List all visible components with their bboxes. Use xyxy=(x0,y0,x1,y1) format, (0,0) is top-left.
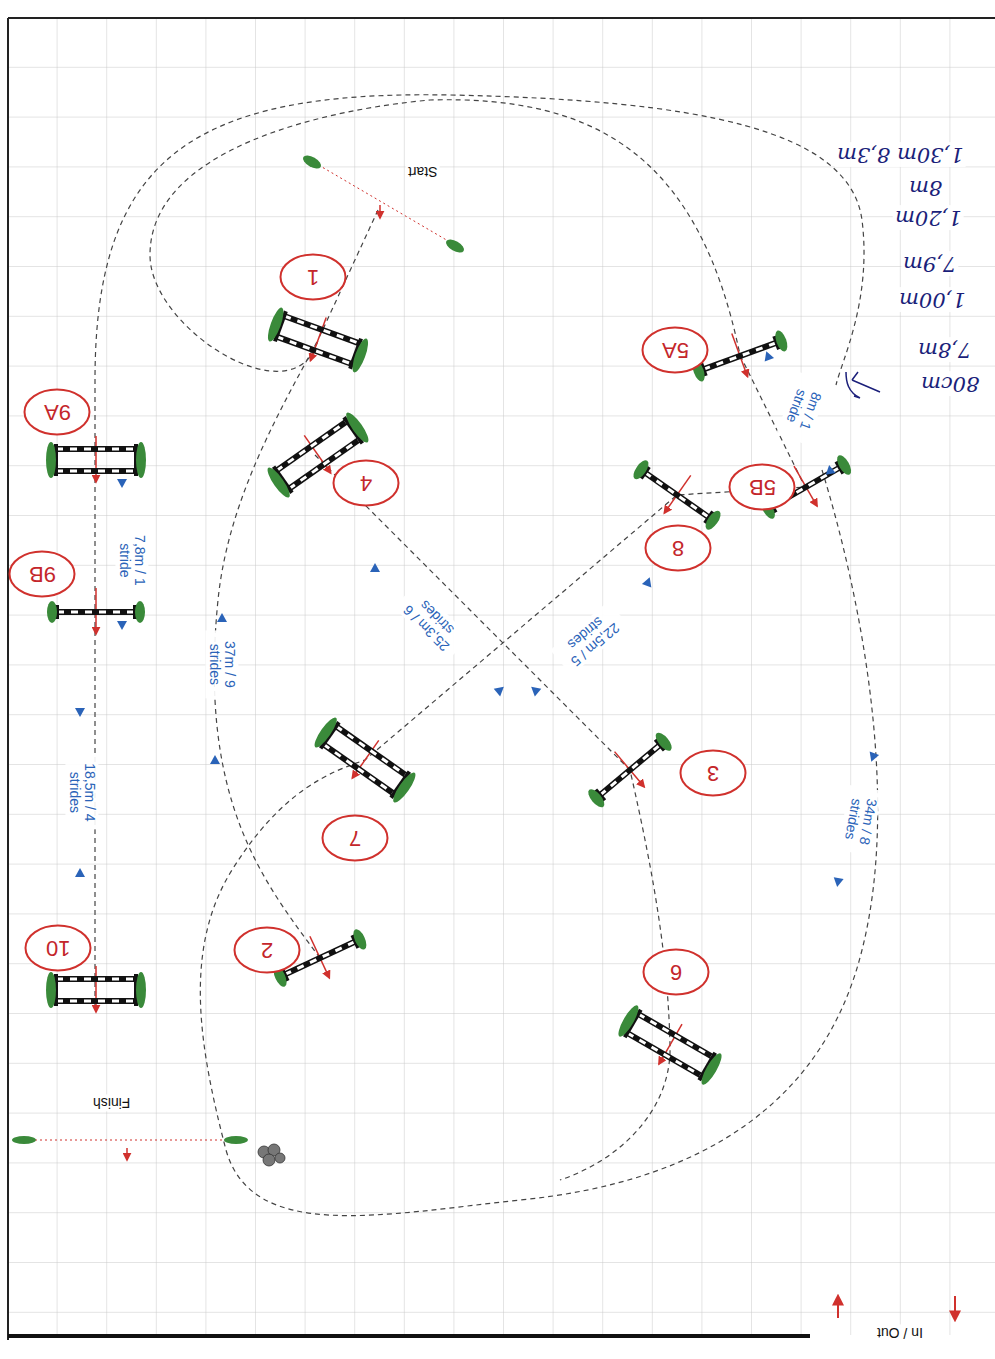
jump-number: 9B xyxy=(8,550,76,598)
jump-number-text: 1 xyxy=(307,265,319,289)
handwritten-note: 1,30m 8,3m xyxy=(835,142,966,167)
distance-label: 22,5m / 5 strides xyxy=(550,601,629,675)
jump-number: 5A xyxy=(641,326,709,374)
direction-mark xyxy=(824,464,835,475)
gate-label: In / Out xyxy=(875,1324,925,1341)
jump-obstacle xyxy=(263,300,373,377)
jump-number: 9A xyxy=(23,388,91,436)
direction-mark xyxy=(528,683,541,696)
direction-mark xyxy=(762,350,774,362)
flag-marker xyxy=(224,1136,248,1144)
handwritten-note: 1,00m xyxy=(897,287,968,312)
flag-marker xyxy=(12,1136,36,1144)
handwritten-arrow xyxy=(846,372,880,398)
flag-marker xyxy=(301,153,323,172)
start-label: Start xyxy=(406,163,440,180)
jump-obstacle xyxy=(46,436,146,482)
handwritten-note: 7,8m xyxy=(916,337,973,362)
direction-mark xyxy=(867,752,879,764)
jump-number: 3 xyxy=(679,749,747,797)
handwritten-note: 80cm xyxy=(919,371,981,396)
direction-mark xyxy=(217,613,227,622)
jump-number: 8 xyxy=(644,524,712,572)
distance-label: 18,5m / 4 strides xyxy=(66,755,99,829)
start-arrow xyxy=(379,205,381,218)
out-arrow xyxy=(954,1296,956,1320)
jump-number: 4 xyxy=(332,459,400,507)
jump-number-text: 9B xyxy=(29,562,56,586)
bush xyxy=(258,1144,285,1166)
handwritten-note: 1,20m xyxy=(893,205,964,230)
jump-number-text: 4 xyxy=(360,471,372,495)
direction-mark xyxy=(832,877,843,888)
jump-number: 2 xyxy=(233,926,301,974)
start-line xyxy=(310,160,455,245)
jump-number-text: 10 xyxy=(46,936,70,960)
jump-number: 7 xyxy=(321,814,389,862)
handwritten-note: 7,9m xyxy=(901,251,958,276)
jump-number: 5B xyxy=(728,463,796,511)
direction-mark xyxy=(75,868,85,877)
jump-number-text: 7 xyxy=(349,826,361,850)
in-arrow xyxy=(837,1296,839,1318)
jump-number-text: 3 xyxy=(707,761,719,785)
finish-line xyxy=(20,1140,240,1141)
distance-label: 25,3m / 6 strides xyxy=(394,584,471,661)
direction-mark xyxy=(642,576,654,588)
arena-border xyxy=(8,18,995,1340)
jump-number: 10 xyxy=(24,924,92,972)
handwritten-note: 8m xyxy=(907,175,944,200)
jumps xyxy=(46,300,859,1090)
distance-label: 8m / 1 stride xyxy=(776,371,829,444)
distance-label: 7,8m / 1 stride xyxy=(116,525,149,595)
direction-marks xyxy=(75,350,879,888)
jump-number-text: 5B xyxy=(749,475,776,499)
jump-obstacle xyxy=(613,998,728,1091)
jump-number: 6 xyxy=(642,948,710,996)
jump-number-text: 9A xyxy=(44,400,71,424)
jump-number-text: 8 xyxy=(672,536,684,560)
jump-obstacle xyxy=(309,710,422,808)
direction-mark xyxy=(370,563,380,572)
direction-mark xyxy=(494,683,507,696)
direction-mark xyxy=(117,479,127,488)
jump-number: 1 xyxy=(279,253,347,301)
jump-obstacle xyxy=(577,720,682,818)
jump-number-text: 5A xyxy=(662,338,689,362)
direction-mark xyxy=(210,755,220,764)
grid-paper xyxy=(8,18,995,1335)
distance-label: 37m / 9 strides xyxy=(206,630,239,698)
jump-number-text: 2 xyxy=(261,938,273,962)
direction-mark xyxy=(117,621,127,630)
course-route xyxy=(95,95,878,1216)
distance-label: 34m / 8 strides xyxy=(838,785,882,856)
finish-label: Finish xyxy=(91,1094,132,1111)
jump-obstacle xyxy=(46,966,146,1012)
arena-border xyxy=(8,1334,810,1338)
flag-marker xyxy=(444,237,466,256)
direction-mark xyxy=(75,708,85,717)
finish-arrow xyxy=(126,1148,128,1160)
jump-number-text: 6 xyxy=(670,960,682,984)
